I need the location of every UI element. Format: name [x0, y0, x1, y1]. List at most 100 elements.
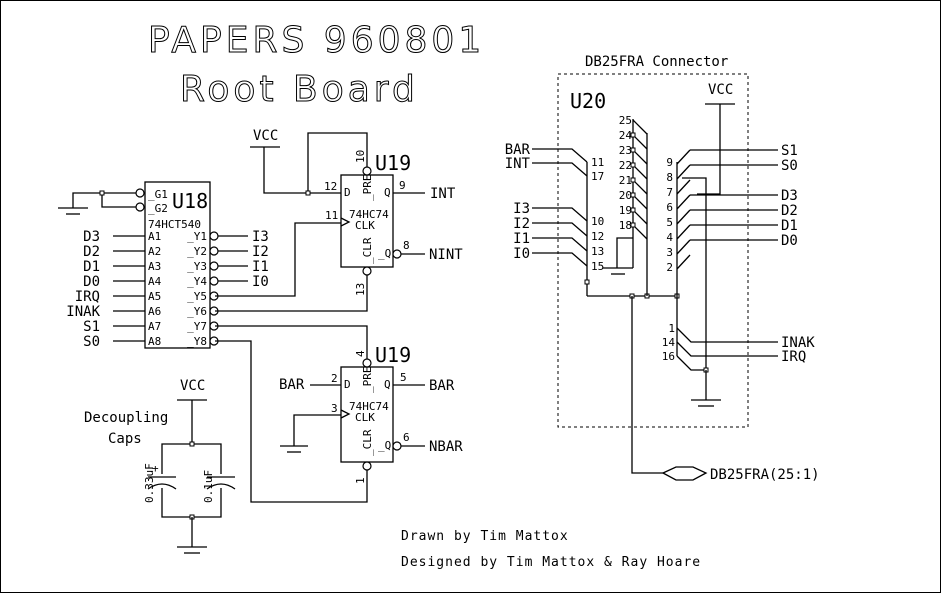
- u19a-out-nint: NINT: [429, 247, 463, 263]
- designed-by: Designed by Tim Mattox & Ray Hoare: [401, 555, 701, 570]
- u19b-clr-label: _CLR: [361, 429, 374, 456]
- u18-y8-to-u19b-clr-wire: [215, 340, 368, 503]
- u18-input-net: IRQ: [75, 289, 100, 305]
- cap-top-rail: [161, 443, 222, 474]
- u19a-out-int: INT: [430, 186, 456, 202]
- u19b-pin-clk: 3: [331, 402, 338, 415]
- u18-output-net: I3: [252, 229, 269, 245]
- u18-g2-label: _G2: [148, 202, 168, 215]
- u20-left-net: INT: [505, 156, 531, 172]
- u19a-pin-clk: 11: [325, 209, 338, 222]
- u18-enable-wire-2: [101, 193, 136, 208]
- u18-enable-wire: [72, 192, 136, 208]
- u19a-pre-bubble: [362, 166, 372, 176]
- u20-gnd-pin: 20: [619, 189, 632, 202]
- u18-y6-to-u19a-clr-wire: [215, 275, 368, 312]
- cap2-value: 0.1uF: [202, 470, 215, 503]
- junction: [630, 177, 636, 183]
- u20-left-wire: [532, 148, 588, 163]
- u18-input-pin: A6: [148, 305, 161, 318]
- bus-port-icon: [661, 466, 708, 481]
- u19b-pin-clr: 1: [354, 477, 367, 484]
- u18-output-net: I2: [252, 244, 269, 260]
- u20-right-pin: 9: [666, 156, 673, 169]
- clock-triangle-icon: [340, 409, 351, 419]
- u20-gnd-pin: 25: [619, 114, 632, 127]
- u18-output-pin: _Y2: [187, 245, 207, 258]
- u19a-vcc-label: VCC: [253, 128, 278, 144]
- u19a-q-label: Q: [384, 186, 391, 199]
- u18-g1-label: _G1: [148, 188, 168, 201]
- u20-left-net: I2: [513, 216, 530, 232]
- u19b-out-bar: BAR: [429, 378, 455, 394]
- u18-output-pin: _Y3: [187, 260, 207, 273]
- u18-output-pin: _Y1: [187, 230, 207, 243]
- u18-output-net: I0: [252, 274, 269, 290]
- u20-lower-net: INAK: [781, 335, 815, 351]
- u19b-clk-wire: [293, 414, 341, 446]
- u19b-pin-pre: 4: [354, 350, 367, 357]
- u20-left-pin: 10: [591, 215, 604, 228]
- u18-y5-to-u19a-clk-wire: [215, 222, 341, 297]
- u19b-pin-qn: 6: [403, 431, 410, 444]
- drawn-by: Drawn by Tim Mattox: [401, 529, 569, 544]
- decoupling-vcc-label: VCC: [180, 378, 205, 394]
- u20-right-diag: [676, 239, 691, 255]
- u19a-flipflop: U19 D Q _PRE 74HC74 CLK _CLR _Q VCC 12 1…: [215, 128, 463, 312]
- u18-part: 74HCT540: [148, 218, 201, 231]
- u20-gnd-pin: 18: [619, 219, 632, 232]
- u20-right-pin: 6: [666, 201, 673, 214]
- u19a-pre-label: _PRE: [361, 175, 374, 202]
- u20-right-diag: [676, 254, 691, 270]
- u20-left-pin: 11: [591, 156, 604, 169]
- u20-left-net: I0: [513, 246, 530, 262]
- u18-input-net: D3: [83, 229, 100, 245]
- title-line-2: Root Board: [180, 69, 419, 110]
- u19b-pre-bubble: [362, 358, 372, 368]
- u20-connector: DB25FRA Connector U20 VCC BAR11INT17I310…: [505, 54, 820, 483]
- cap1-value: 0.33uF: [143, 463, 156, 503]
- u20-gnd-pin: 21: [619, 174, 632, 187]
- u19a-pin-clr: 13: [354, 283, 367, 296]
- u19b-pre-label: _PRE: [361, 367, 374, 394]
- u20-left-wire: [532, 252, 588, 267]
- u20-right-diag: [676, 194, 691, 210]
- u19a-clr-label: _CLR: [361, 237, 374, 264]
- u19a-qn-label: _Q: [378, 247, 391, 260]
- u19a-clk-label: CLK: [355, 219, 375, 232]
- u19a-clr-bubble: [362, 266, 372, 276]
- u20-left-wire: [532, 162, 588, 177]
- u18-output-pin: _Y5: [187, 290, 207, 303]
- u19b-part: 74HC74: [349, 400, 389, 413]
- junction: [99, 190, 105, 196]
- u18-g1-bubble: [135, 188, 145, 198]
- u18-input-pin: A5: [148, 290, 161, 303]
- u18-input-pin: A4: [148, 275, 162, 288]
- u20-vcc-wire: [697, 104, 721, 195]
- u20-gnd-pin: 22: [619, 159, 632, 172]
- junction: [630, 132, 636, 138]
- u20-right-net: D0: [781, 233, 798, 249]
- u19b-qn-label: _Q: [378, 439, 391, 452]
- u20-lower-wire: [676, 327, 778, 343]
- u18-output-bubble: [209, 246, 219, 256]
- u18-input-net: S0: [83, 334, 100, 350]
- junction: [630, 147, 636, 153]
- capacitor-plate-curve: [206, 483, 236, 490]
- title-line-1: PAPERS 960801: [148, 20, 485, 61]
- u19a-pin-q: 9: [399, 179, 406, 192]
- u18-g2-bubble: [135, 202, 145, 212]
- u20-pin8-wire: [682, 177, 707, 370]
- u20-bus-wire: [631, 296, 663, 474]
- u19b-out-nbar: NBAR: [429, 439, 463, 455]
- u20-heading: DB25FRA Connector: [585, 54, 728, 70]
- u18-ref: U18: [172, 189, 208, 213]
- u20-left-pin: 15: [591, 260, 604, 273]
- u18-input-net: D0: [83, 274, 100, 290]
- u18-output-bubble: [209, 261, 219, 271]
- u20-right-pin: 8: [666, 171, 673, 184]
- u20-gnd-pin: 19: [619, 204, 632, 217]
- u18-input-pin: A7: [148, 320, 161, 333]
